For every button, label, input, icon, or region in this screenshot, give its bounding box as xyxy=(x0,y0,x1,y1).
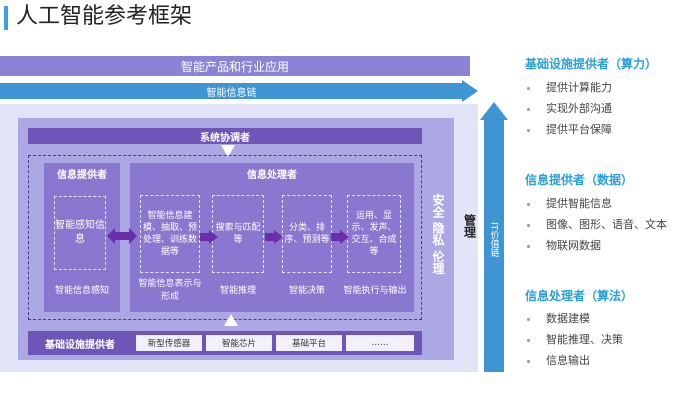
info-provider-label: 智能信息感知 xyxy=(54,285,109,296)
list-item: 智能推理、决策 xyxy=(527,331,623,347)
step-representation-box: 智能信息建模、抽取、预处理、训练数据等 xyxy=(140,195,200,273)
section-heading-compute: 基础设施提供者（算力） xyxy=(525,57,658,71)
infra-item-platform: 基础平台 xyxy=(276,335,342,351)
bullet-icon xyxy=(527,359,530,363)
arrow-right-icon xyxy=(265,230,283,244)
step-execution-label: 智能执行与输出 xyxy=(343,285,407,296)
step-decision-label: 智能决策 xyxy=(288,285,325,296)
list-item: 提供智能信息 xyxy=(527,195,612,211)
management-label: 管理 xyxy=(462,214,477,238)
info-chain-arrow-head xyxy=(462,80,478,102)
bullet-icon xyxy=(527,202,530,206)
arrow-down-icon xyxy=(221,145,235,157)
info-processor-title: 信息处理者 xyxy=(247,169,297,181)
infra-item-more: …… xyxy=(346,335,414,351)
it-value-chain-arrow xyxy=(484,118,504,372)
list-item: 数据建模 xyxy=(527,310,590,326)
bullet-icon xyxy=(527,338,530,342)
list-item: 信息输出 xyxy=(527,352,590,368)
list-item: 提供计算能力 xyxy=(527,79,612,95)
it-value-chain-label: IT价值链 xyxy=(488,222,499,258)
it-value-chain-arrow-head xyxy=(480,102,508,120)
security-privacy-ethics-label: 安全 隐私 伦理 xyxy=(431,193,445,275)
infra-item-chip: 智能芯片 xyxy=(206,335,272,351)
step-representation-label: 智能信息表示与形成 xyxy=(138,279,202,302)
bullet-icon xyxy=(527,107,530,111)
bullet-icon xyxy=(527,317,530,321)
step-decision-box: 分类、排序、预测等 xyxy=(282,195,332,273)
system-coordinator-bar: 系统协调者 xyxy=(28,128,422,144)
arrow-right-icon xyxy=(200,230,218,244)
step-reasoning-box: 搜索与匹配等 xyxy=(212,195,264,273)
arrow-right-icon xyxy=(331,230,349,244)
info-provider-box xyxy=(44,163,120,312)
arrow-up-icon xyxy=(224,314,238,326)
bullet-icon xyxy=(527,223,530,227)
infra-item-sensor: 新型传感器 xyxy=(136,335,202,351)
info-chain-arrow: 智能信息链 xyxy=(0,83,463,99)
products-applications-banner: 智能产品和行业应用 xyxy=(0,56,470,76)
list-item: 物联网数据 xyxy=(527,237,601,253)
list-item: 图像、图形、语音、文本 xyxy=(527,216,667,232)
list-item: 提供平台保障 xyxy=(527,121,612,137)
section-heading-algorithm: 信息处理者（算法） xyxy=(525,289,634,303)
list-item: 实现外部沟通 xyxy=(527,100,612,116)
bullet-icon xyxy=(527,128,530,132)
step-execution-box: 运用、显示、发声、交互、合成等 xyxy=(347,195,401,273)
info-provider-inner: 智能感知信息 xyxy=(54,196,106,270)
info-provider-title: 信息提供者 xyxy=(57,169,107,181)
section-heading-data: 信息提供者（数据） xyxy=(525,173,634,187)
bullet-icon xyxy=(527,86,530,90)
title-accent-bar xyxy=(4,6,8,30)
double-arrow-icon xyxy=(107,228,137,244)
step-reasoning-label: 智能推理 xyxy=(219,285,256,296)
bullet-icon xyxy=(527,244,530,248)
infrastructure-title: 基础设施提供者 xyxy=(45,339,115,351)
page-title: 人工智能参考框架 xyxy=(16,4,193,29)
